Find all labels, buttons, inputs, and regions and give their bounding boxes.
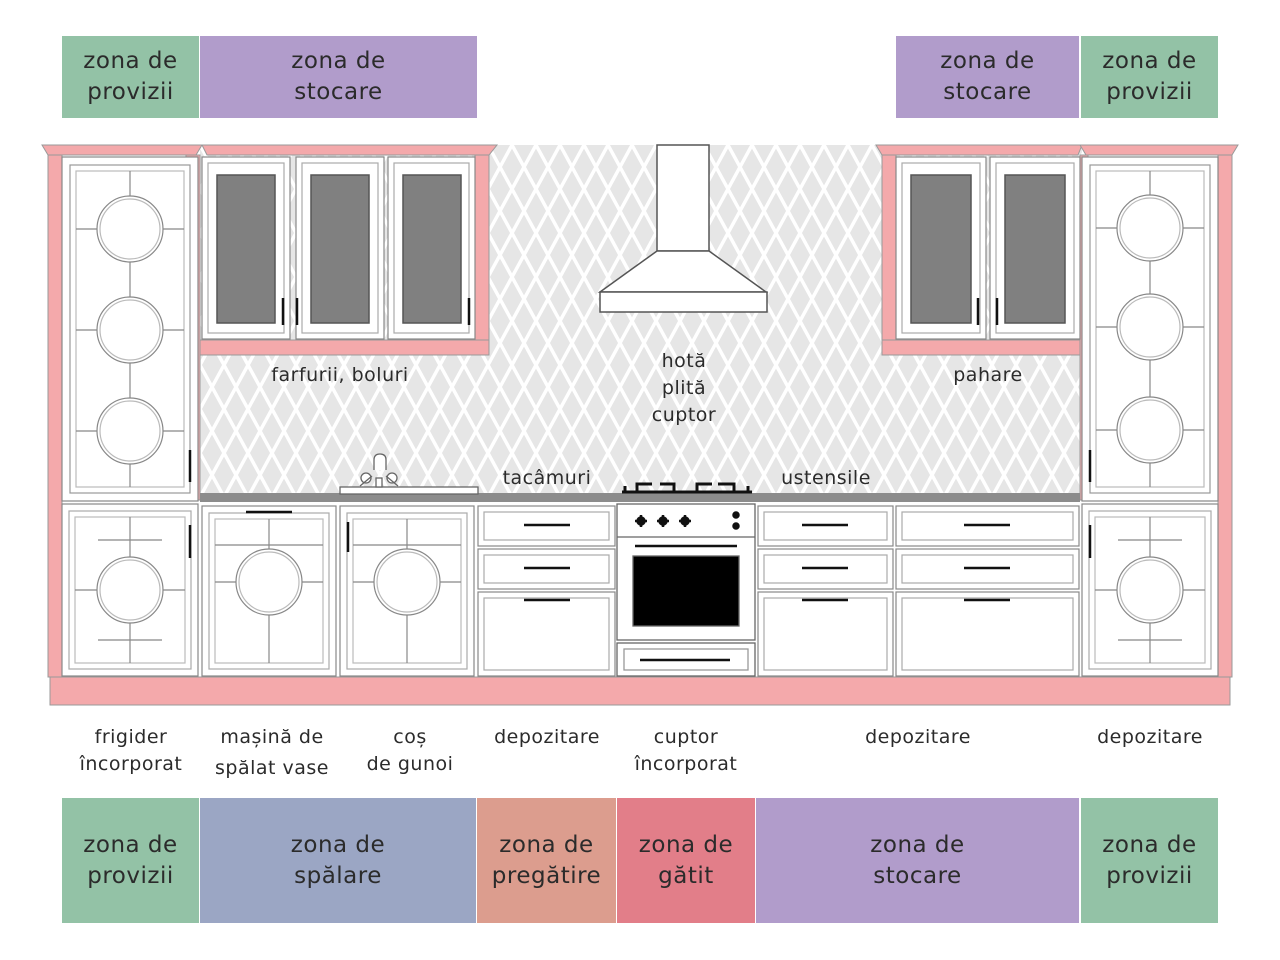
label-utensils: ustensile <box>781 467 871 489</box>
base-cabinet-right <box>1081 503 1219 677</box>
label-line1: mașină de <box>220 726 324 748</box>
zone-label-line1: zona de <box>291 48 386 74</box>
zone-label-line1: zona de <box>83 831 178 858</box>
label-hood-cooktop-oven: hotă plită cuptor <box>610 348 758 429</box>
tall-cabinet-right <box>1081 156 1219 502</box>
base-trash-bin <box>339 505 475 677</box>
label-line2: încorporat <box>79 753 183 775</box>
zone-label-line2: provizii <box>1106 79 1193 105</box>
cooktop-grates <box>622 482 752 494</box>
base-fridge-door <box>61 503 199 677</box>
sink-faucet <box>339 453 479 495</box>
glass-panels-left <box>216 174 462 324</box>
countertop <box>200 493 1080 502</box>
zone-label-line2: spălare <box>294 862 382 889</box>
base-drawers-storage <box>757 505 1080 677</box>
tall-cabinet-left <box>61 156 199 502</box>
zone-label-line2: stocare <box>943 79 1032 105</box>
label-glasses: pahare <box>953 364 1023 386</box>
zone-label-line1: zona de <box>1102 48 1197 74</box>
label-hood: hotă <box>661 350 707 372</box>
zone-label-line1: zona de <box>1102 831 1197 858</box>
label-line1: cuptor <box>653 726 719 748</box>
oven-knobs <box>635 511 740 662</box>
zone-label-line2: provizii <box>1106 862 1193 889</box>
glass-panels-right <box>910 174 1066 324</box>
label-line2: de gunoi <box>366 753 454 775</box>
top-zone-stocare-left: zona de stocare <box>200 36 477 118</box>
label-cutlery: tacâmuri <box>502 467 592 489</box>
label-trash-bin: coș de gunoi <box>340 724 480 778</box>
top-zone-provizii-right: zona de provizii <box>1081 36 1218 118</box>
zone-label-line2: stocare <box>294 79 383 105</box>
label-oven: cuptor <box>651 404 717 426</box>
base-drawers-prep <box>477 505 616 677</box>
bottom-zone-spalare: zona de spălare <box>200 798 476 923</box>
label-built-in-oven: cuptor încorporat <box>616 724 756 778</box>
zone-label-line2: provizii <box>87 862 174 889</box>
zone-label-line2: gătit <box>658 862 714 889</box>
zone-label-line2: provizii <box>87 79 174 105</box>
bottom-zone-provizii-left: zona de provizii <box>62 798 199 923</box>
base-dishwasher <box>201 505 337 677</box>
zone-label-line1: zona de <box>83 48 178 74</box>
bottom-zone-provizii-right: zona de provizii <box>1081 798 1218 923</box>
zone-label-line1: zona de <box>638 831 734 858</box>
label-dishwasher: mașină de spălat vase <box>200 724 344 782</box>
top-zone-stocare-right: zona de stocare <box>896 36 1079 118</box>
label-line1: coș <box>393 726 427 748</box>
label-line1: depozitare <box>1097 726 1203 748</box>
zone-label-line2: pregătire <box>491 862 602 889</box>
label-cooktop: plită <box>661 377 707 399</box>
label-storage-1: depozitare <box>478 724 616 751</box>
bottom-zone-pregatire: zona de pregătire <box>477 798 616 923</box>
built-in-oven <box>616 503 756 677</box>
zone-label-line1: zona de <box>940 48 1035 74</box>
label-line1: depozitare <box>494 726 600 748</box>
label-line2: încorporat <box>634 753 738 775</box>
zone-label-line1: zona de <box>499 831 594 858</box>
range-hood <box>597 144 769 313</box>
zone-label-line2: stocare <box>873 862 962 889</box>
label-storage-2: depozitare <box>826 724 1010 751</box>
top-zone-provizii-left: zona de provizii <box>62 36 199 118</box>
zone-label-line1: zona de <box>290 831 386 858</box>
label-line1: frigider <box>94 726 168 748</box>
label-storage-3: depozitare <box>1080 724 1220 751</box>
bottom-zone-stocare: zona de stocare <box>756 798 1079 923</box>
bottom-zone-gatit: zona de gătit <box>617 798 755 923</box>
label-built-in-fridge: frigider încorporat <box>58 724 204 778</box>
label-line1: depozitare <box>865 726 971 748</box>
zone-label-line1: zona de <box>870 831 965 858</box>
label-line2: spălat vase <box>215 757 329 779</box>
label-plates-bowls: farfurii, boluri <box>271 364 409 386</box>
